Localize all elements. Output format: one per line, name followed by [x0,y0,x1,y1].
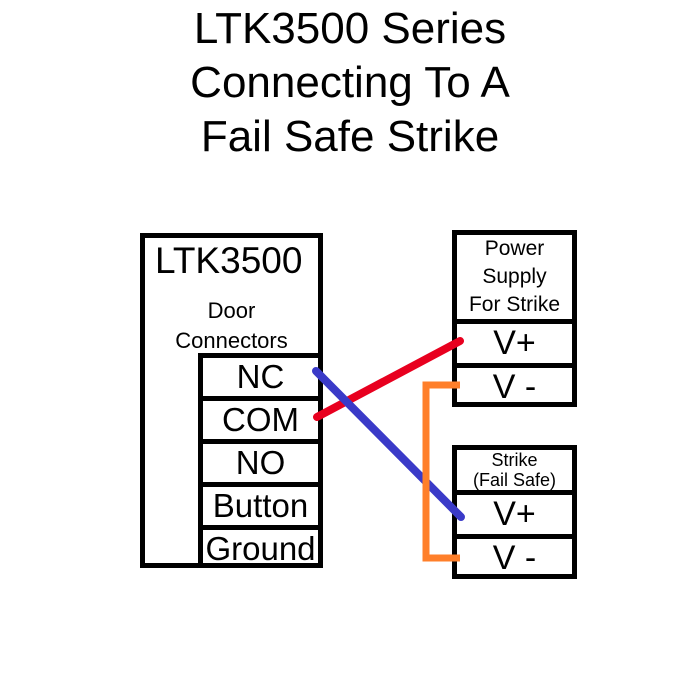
strike-label: Strike (Fail Safe) [472,450,557,490]
power-supply-terminal-vplus: V+ [457,319,572,363]
power-supply-label: Power Supply For Strike [468,237,560,316]
device-name-label: LTK3500 [155,240,303,281]
door-connector-terminal-block: NC COM NO Button Ground [198,353,323,568]
terminal-com: COM [203,396,318,439]
power-supply-terminal-vminus: V - [457,363,572,407]
terminal-ground: Ground [203,525,318,568]
terminal-no: NO [203,439,318,482]
diagram-title: LTK3500 Series Connecting To A Fail Safe… [190,4,510,161]
power-supply-box: Power Supply For Strike V+ V - [452,230,577,407]
terminal-button: Button [203,482,318,525]
door-connectors-label: Door Connectors [175,298,288,353]
strike-terminal-vminus: V - [457,534,572,578]
strike-terminal-vplus: V+ [457,490,572,534]
wire-com-to-power-vplus [313,337,464,421]
strike-box: Strike (Fail Safe) V+ V - [452,445,577,579]
terminal-nc: NC [236,358,285,395]
wire-nc-to-strike-vplus [312,367,465,521]
